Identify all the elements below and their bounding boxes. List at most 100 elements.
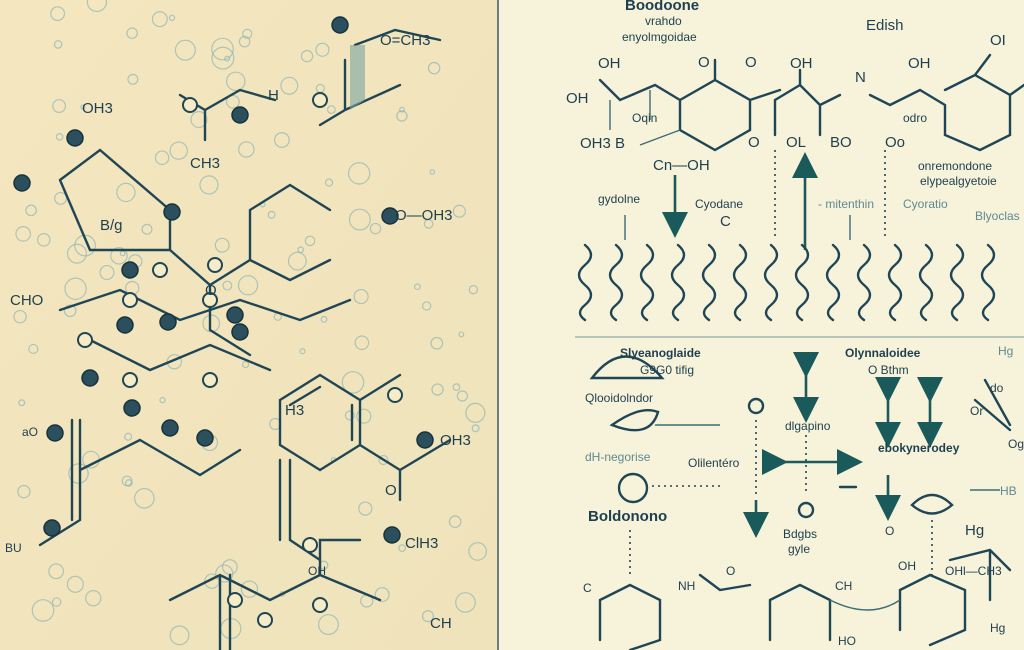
- bubble: [378, 454, 389, 466]
- atom-label: CH3: [190, 155, 220, 172]
- oxygen-atom: [207, 257, 223, 273]
- bubble: [48, 563, 65, 580]
- atom-label: CH: [835, 579, 852, 593]
- atom-label: O: [885, 524, 894, 538]
- bubble: [431, 383, 444, 396]
- helix-row: [577, 243, 996, 322]
- bubble: [169, 625, 190, 646]
- atom-label: BU: [5, 541, 22, 555]
- bubble: [64, 277, 87, 300]
- bubble: [51, 597, 62, 607]
- bubble: [18, 399, 26, 407]
- bubble: [86, 0, 108, 13]
- bubble: [430, 336, 444, 350]
- atom-label: OI: [990, 32, 1006, 49]
- atom-label: Oo: [885, 134, 905, 151]
- bubble: [66, 575, 84, 593]
- helix-strand: [670, 243, 686, 322]
- oxygen-atom: [152, 262, 168, 278]
- bubble: [241, 360, 250, 369]
- bubble: [66, 243, 88, 264]
- right-bottom-labels: Slyeanoglaide G9G0 tifig Olynnaloidee O …: [583, 344, 1024, 648]
- atom-label: OH: [566, 90, 589, 107]
- atom-sphere: [43, 519, 61, 537]
- atom-label: O: [205, 282, 217, 299]
- bubble: [399, 106, 405, 113]
- bubble: [458, 331, 465, 338]
- bubble: [421, 301, 432, 311]
- atom-label: Hg: [998, 344, 1013, 358]
- left-molecule: [38, 28, 452, 650]
- bubble: [125, 479, 133, 487]
- title-label: Edish: [866, 17, 904, 34]
- bubble: [99, 264, 115, 281]
- atom-label: O=CH3: [380, 32, 430, 49]
- atom-label: OL: [786, 134, 806, 151]
- bubble: [17, 484, 31, 499]
- bubble: [68, 463, 89, 484]
- atom-sphere: [161, 419, 179, 437]
- item-label: ebokynerodey: [878, 441, 960, 455]
- bubble: [31, 599, 55, 622]
- bubble: [300, 49, 314, 63]
- bubble: [222, 280, 233, 291]
- atom-label: O: [385, 482, 397, 499]
- bubble: [199, 175, 219, 195]
- bubble: [154, 150, 170, 166]
- bubble: [468, 284, 479, 295]
- bubble: [224, 55, 231, 62]
- bubble: [304, 235, 316, 247]
- atom-label: OHl—CH3: [945, 564, 1002, 578]
- atom-spheres: [13, 16, 434, 628]
- oxygen-atom: [202, 292, 218, 308]
- bubble: [287, 251, 307, 271]
- bubble: [174, 39, 196, 61]
- atom-sphere: [121, 261, 139, 279]
- bubble: [471, 424, 480, 433]
- bubble: [237, 275, 259, 296]
- bubble: [74, 234, 96, 257]
- atom-label: OH: [598, 55, 621, 72]
- atom-label: OH: [908, 55, 931, 72]
- bubble: [63, 304, 77, 318]
- heading-label: O Bthm: [868, 363, 909, 377]
- bubble: [354, 335, 370, 351]
- bubble: [28, 343, 39, 355]
- atom-label: O: [698, 54, 710, 71]
- bubble: [226, 71, 246, 92]
- atom-label: OH3 B: [580, 135, 625, 152]
- bubble: [116, 182, 136, 203]
- bubble: [369, 222, 382, 235]
- bubble: [320, 315, 328, 323]
- bubble: [456, 390, 468, 402]
- bubble: [465, 402, 486, 423]
- bubble: [414, 283, 421, 291]
- atom-sphere: [416, 431, 434, 449]
- bubble: [344, 410, 355, 421]
- heading-label: Slyeanoglaide: [620, 346, 701, 360]
- atom-label: ClH3: [405, 535, 438, 552]
- atom-sphere: [196, 429, 214, 447]
- bubble: [398, 544, 407, 553]
- atom-label: BO: [830, 134, 852, 151]
- atom-label: O—OH3: [395, 207, 453, 224]
- atom-sphere: [66, 129, 84, 147]
- bubble: [374, 587, 390, 603]
- atom-sphere: [381, 207, 399, 225]
- atom-label: OH: [898, 559, 916, 573]
- bubble: [267, 210, 276, 219]
- bubble: [190, 111, 208, 129]
- bubble: [297, 246, 305, 254]
- atom-label: N: [855, 69, 866, 86]
- helix-strand: [701, 243, 717, 322]
- atom-label: Hg: [965, 522, 984, 539]
- atom-label: H3: [285, 402, 304, 419]
- bubble: [315, 42, 330, 57]
- helix-strand: [763, 243, 779, 322]
- bubble: [215, 564, 234, 583]
- atom-label: OH: [790, 55, 813, 72]
- row-label: Cyodane: [695, 197, 743, 211]
- bubble: [396, 110, 408, 122]
- bubble: [50, 6, 66, 22]
